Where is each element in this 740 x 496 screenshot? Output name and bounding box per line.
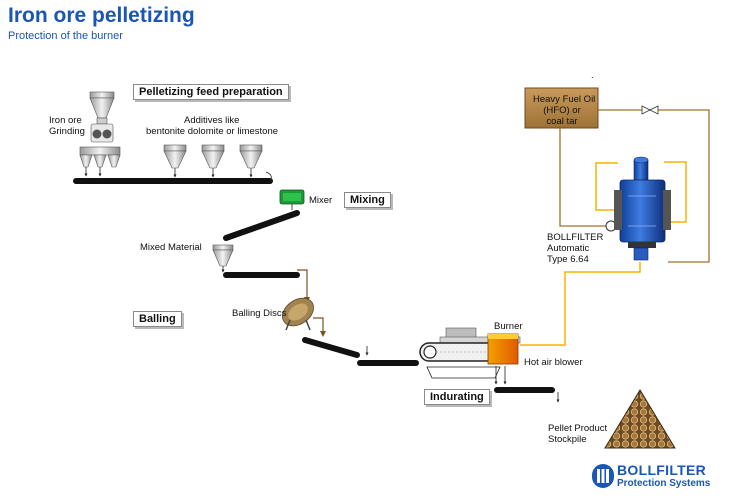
- burner-icon: [487, 333, 519, 365]
- stage-indurating: Indurating: [424, 389, 490, 405]
- fuel-label-3: coal tar: [546, 116, 578, 127]
- bollfilter-label-1: BOLLFILTER: [547, 232, 604, 243]
- filtered-fuel-line: [520, 161, 687, 346]
- logo-name: BOLLFILTER: [617, 462, 707, 478]
- mixer-icon: [279, 189, 305, 210]
- iron-ore-label-1: Iron ore: [49, 115, 82, 126]
- additive-silos-icon: [163, 144, 263, 178]
- additives-label-2: bentonite dolomite or limestone: [146, 126, 279, 137]
- valve-icon: [641, 105, 659, 115]
- bollfilter-unit-icon: [614, 156, 671, 261]
- burner-label: Burner: [494, 321, 523, 332]
- pellet-stockpile-icon: [604, 389, 676, 449]
- page-subtitle: Protection of the burner: [8, 30, 123, 42]
- bollfilter-label-3: Type 6.64: [547, 254, 589, 265]
- additives-label-1: Additives like: [184, 115, 240, 126]
- grinding-mill-icon: [89, 91, 115, 143]
- iron-ore-label-2: Grinding: [49, 126, 85, 137]
- balling-discs-label: Balling Discs: [232, 308, 287, 319]
- stage-feed-preparation: Pelletizing feed preparation: [133, 84, 289, 100]
- page-title: Iron ore pelletizing: [8, 4, 195, 27]
- mixed-material-label: Mixed Material: [140, 242, 202, 253]
- hot-air-blower-label: Hot air blower: [524, 357, 583, 368]
- ore-hoppers-icon: [79, 146, 121, 177]
- logo-tagline: Protection Systems: [617, 478, 711, 489]
- stray-dot: .: [591, 70, 594, 81]
- stage-mixing: Mixing: [344, 192, 391, 208]
- fuel-label-1: Heavy Fuel Oil: [533, 94, 596, 105]
- mixed-material-hopper-icon: [212, 244, 234, 273]
- pellet-product-label-2: Stockpile: [548, 434, 587, 445]
- conveyor-belts: [73, 178, 555, 393]
- fuel-label-2: (HFO) or: [543, 105, 581, 116]
- bollfilter-label-2: Automatic: [547, 243, 590, 254]
- stage-balling: Balling: [133, 311, 182, 327]
- balling-disc-icon: [282, 297, 314, 331]
- bollfilter-logo-icon: [592, 464, 614, 488]
- pellet-product-label-1: Pellet Product: [548, 423, 608, 434]
- fuel-tank-icon: [524, 87, 599, 129]
- mixer-label: Mixer: [309, 195, 333, 206]
